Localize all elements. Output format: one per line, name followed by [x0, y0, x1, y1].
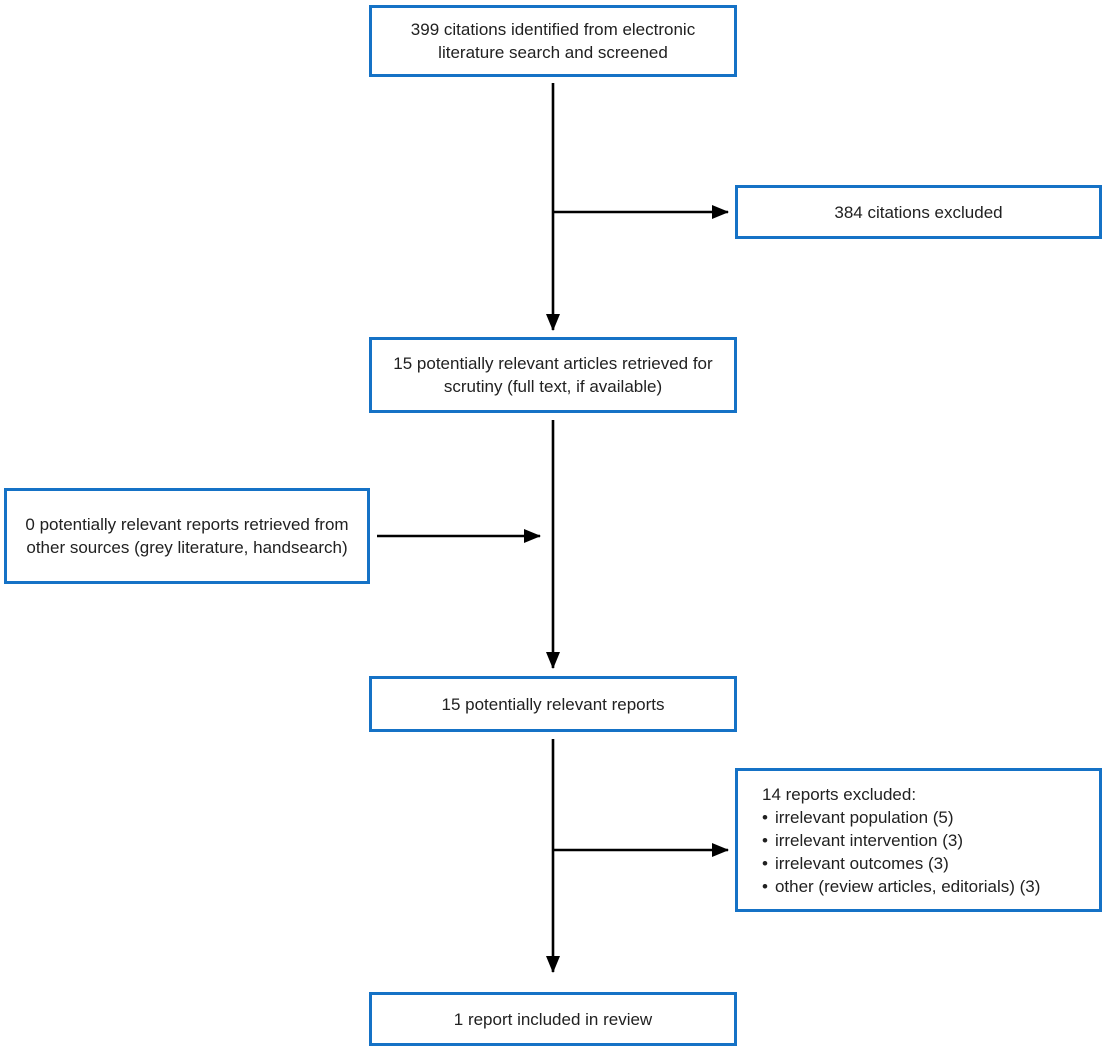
exclusion-reason-text: irrelevant intervention (3): [774, 830, 963, 850]
box-reports-excluded-title: 14 reports excluded:: [762, 784, 917, 804]
box-reports-excluded: 14 reports excluded: • irrelevant popula…: [735, 768, 1102, 912]
box-citations-excluded-text: 384 citations excluded: [834, 202, 1003, 222]
box-articles-retrieved-text: 15 potentially relevant articles retriev…: [393, 354, 713, 396]
box-articles-retrieved: 15 potentially relevant articles retriev…: [369, 337, 737, 413]
exclusion-reason-item: • irrelevant intervention (3): [762, 829, 1040, 852]
exclusion-reason-item: • other (review articles, editorials) (3…: [762, 875, 1040, 898]
box-report-included: 1 report included in review: [369, 992, 737, 1046]
exclusion-reason-text: irrelevant population (5): [774, 807, 954, 827]
box-citations-identified: 399 citations identified from electronic…: [369, 5, 737, 77]
box-other-sources: 0 potentially relevant reports retrieved…: [4, 488, 370, 584]
box-citations-identified-text: 399 citations identified from electronic…: [410, 20, 696, 62]
exclusion-reason-item: • irrelevant outcomes (3): [762, 852, 1040, 875]
exclusion-reason-item: • irrelevant population (5): [762, 806, 1040, 829]
box-reports-excluded-content: 14 reports excluded: • irrelevant popula…: [762, 783, 1040, 898]
box-citations-excluded: 384 citations excluded: [735, 185, 1102, 239]
box-relevant-reports: 15 potentially relevant reports: [369, 676, 737, 732]
box-report-included-text: 1 report included in review: [453, 1009, 653, 1029]
exclusion-reason-text: other (review articles, editorials) (3): [774, 876, 1041, 896]
box-other-sources-text: 0 potentially relevant reports retrieved…: [25, 515, 349, 557]
bullet-glyph: •: [762, 876, 768, 896]
bullet-glyph: •: [762, 853, 768, 873]
box-relevant-reports-text: 15 potentially relevant reports: [441, 694, 665, 714]
exclusion-reason-text: irrelevant outcomes (3): [774, 853, 949, 873]
bullet-glyph: •: [762, 830, 768, 850]
exclusion-reason-list: • irrelevant population (5) • irrelevant…: [762, 806, 1040, 898]
bullet-glyph: •: [762, 807, 768, 827]
